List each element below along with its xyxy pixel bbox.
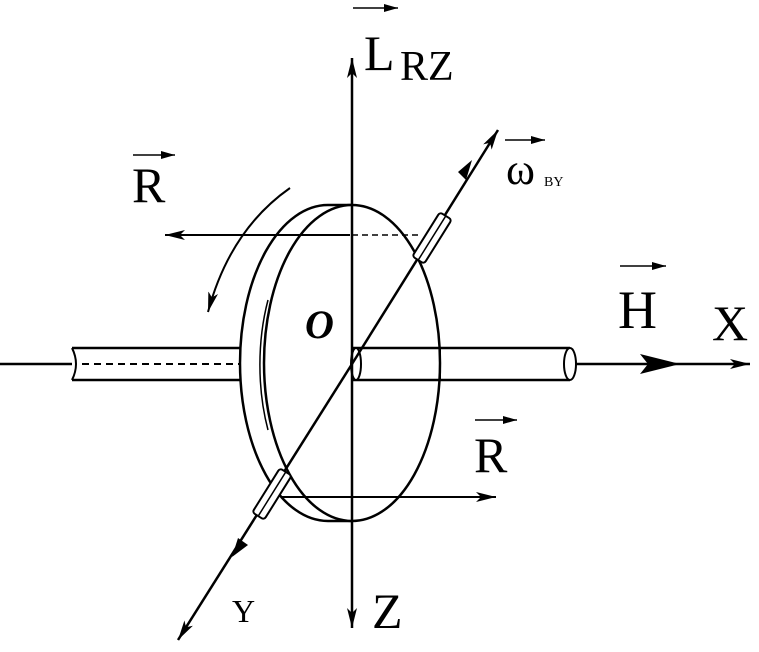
r-bottom-label: R bbox=[474, 427, 508, 483]
x-label: X bbox=[712, 295, 748, 351]
y-label: Y bbox=[232, 593, 255, 629]
h-vector-arrowhead bbox=[640, 354, 680, 374]
omega-label-main: ω bbox=[506, 145, 535, 194]
h-label: H bbox=[618, 280, 657, 340]
origin-label: O bbox=[305, 302, 334, 347]
r-top-label: R bbox=[132, 157, 166, 213]
lrz-label-main: L bbox=[364, 25, 395, 81]
bearing-upper bbox=[412, 212, 452, 264]
rotor-disc bbox=[238, 203, 442, 523]
lrz-label-sub: RZ bbox=[400, 44, 454, 90]
rotation-arrow bbox=[207, 187, 291, 313]
omega-label-sub: BY bbox=[544, 175, 563, 190]
y-secondary-arrowhead bbox=[232, 538, 248, 557]
bearing-lower bbox=[252, 468, 292, 520]
z-label: Z bbox=[372, 583, 403, 639]
omega-secondary-arrowhead bbox=[458, 160, 472, 180]
